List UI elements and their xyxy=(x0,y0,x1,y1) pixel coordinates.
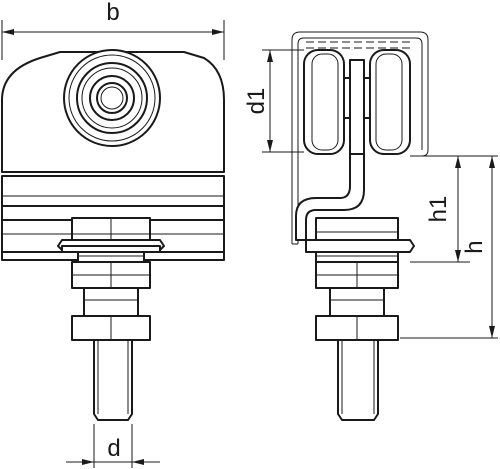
dimension-h-label: h xyxy=(461,240,488,253)
side-bolt xyxy=(337,339,379,421)
dimension-b: b xyxy=(1,0,225,60)
front-lower-nuts xyxy=(71,261,151,341)
side-wheels xyxy=(303,49,411,155)
dimension-h1: h1 xyxy=(410,155,470,263)
side-rail xyxy=(291,31,429,245)
dimension-d-label: d xyxy=(107,435,120,462)
side-view: d1 h1 h xyxy=(243,31,498,421)
dimension-b-label: b xyxy=(106,0,119,26)
side-lower-nuts xyxy=(315,261,399,341)
front-washer xyxy=(57,239,165,263)
front-bolt xyxy=(93,339,133,421)
dimension-d1-label: d1 xyxy=(243,88,270,115)
dimension-d1: d1 xyxy=(243,49,304,153)
front-wheel xyxy=(63,49,161,147)
front-housing xyxy=(1,51,225,261)
dimension-d: d xyxy=(66,424,160,468)
side-top-nut xyxy=(305,217,415,263)
dimension-h: h xyxy=(400,155,498,339)
dimension-h1-label: h1 xyxy=(425,196,452,223)
front-view: b d xyxy=(1,0,225,468)
